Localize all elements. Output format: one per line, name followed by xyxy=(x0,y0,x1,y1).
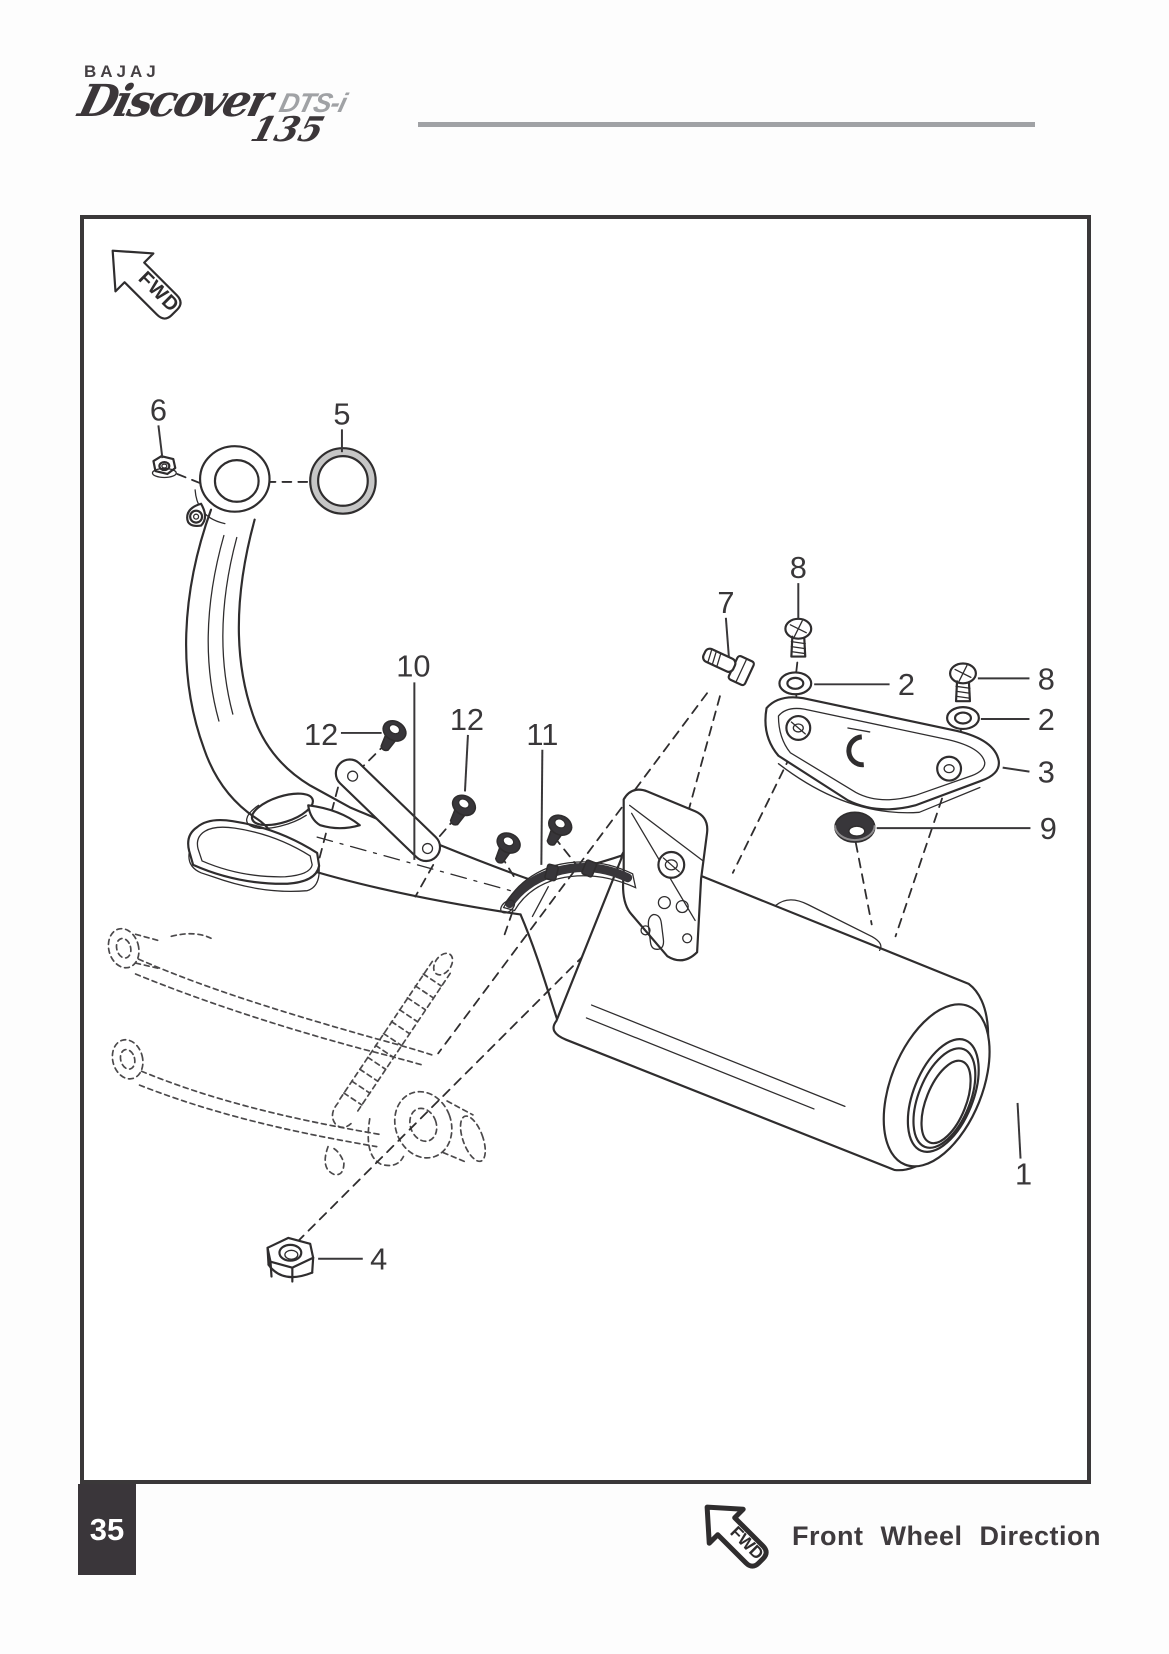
shield-spring-clip xyxy=(846,727,871,768)
callout-3-label: 3 xyxy=(1038,755,1055,790)
button-screw-12b xyxy=(449,794,477,826)
callout-leaders xyxy=(157,425,1031,1260)
callout-4-label: 4 xyxy=(370,1242,387,1277)
flat-washer-left xyxy=(778,671,813,696)
exhaust-header-pipe xyxy=(185,508,639,1033)
callout-8-right-label: 8 xyxy=(1038,661,1055,696)
heat-shield xyxy=(764,696,1000,814)
callout-2-left-label: 2 xyxy=(898,667,915,702)
clamp-band xyxy=(500,859,637,914)
hex-nut-4 xyxy=(266,1236,315,1283)
callout-2-right-label: 2 xyxy=(1038,702,1055,737)
flange-nut-6 xyxy=(151,455,177,479)
page-number: 35 xyxy=(89,1511,125,1547)
brand-manufacturer: BAJAJ xyxy=(84,62,160,81)
muffler-body xyxy=(552,848,991,1172)
brand-model: Discover xyxy=(73,76,275,127)
countersunk-screw-upper xyxy=(784,617,813,658)
callout-7-label: 7 xyxy=(717,585,734,620)
hex-bolt xyxy=(702,647,755,687)
rubber-grommet xyxy=(834,811,876,843)
button-screw-clamp-right xyxy=(546,814,573,846)
callout-12-right-label: 12 xyxy=(450,702,484,737)
brand-logo: BAJAJ Discover DTS-i 135 xyxy=(74,62,424,150)
pipe-bend-guard xyxy=(187,819,321,893)
callout-8-upper-label: 8 xyxy=(790,550,807,585)
callout-5-label: 5 xyxy=(333,396,350,431)
button-screw-clamp-left xyxy=(494,832,521,864)
callout-12-left-label: 12 xyxy=(304,717,338,752)
muffler-outlet xyxy=(920,1059,972,1145)
guard-strap xyxy=(334,758,442,863)
callout-labels: 6 5 10 12 12 11 7 8 2 8 2 3 9 1 4 xyxy=(150,392,1057,1276)
callout-1-label: 1 xyxy=(1015,1156,1032,1191)
brand-displacement: 135 xyxy=(246,110,329,150)
fwd-arrow-icon-footer: FWD xyxy=(704,1504,769,1569)
front-wheel-direction-caption: Front Wheel Direction xyxy=(792,1520,1102,1551)
muffler-mounting-bracket xyxy=(621,788,709,962)
exhaust-port-flange xyxy=(186,445,271,527)
exhaust-gasket-ring xyxy=(309,447,377,515)
callout-11-label: 11 xyxy=(526,717,558,752)
exhaust-parts-diagram: FWD xyxy=(107,249,1057,1283)
pipe-collar xyxy=(246,792,361,830)
footrest-bracket-reference xyxy=(107,927,487,1176)
callout-6-label: 6 xyxy=(150,392,167,427)
header-rule xyxy=(418,122,1035,127)
return-spring-reference xyxy=(331,952,454,1129)
front-wheel-direction: FWD Front Wheel Direction xyxy=(692,1496,1101,1576)
countersunk-screw-right xyxy=(949,662,977,703)
callout-10-label: 10 xyxy=(396,648,430,683)
parts-diagram-frame: FWD xyxy=(80,215,1091,1484)
callout-9-label: 9 xyxy=(1040,811,1057,846)
button-screw-12a xyxy=(380,720,407,752)
fwd-arrow-icon: FWD xyxy=(111,249,183,320)
page-number-box: 35 xyxy=(78,1484,136,1575)
flat-washer-right xyxy=(946,706,980,731)
